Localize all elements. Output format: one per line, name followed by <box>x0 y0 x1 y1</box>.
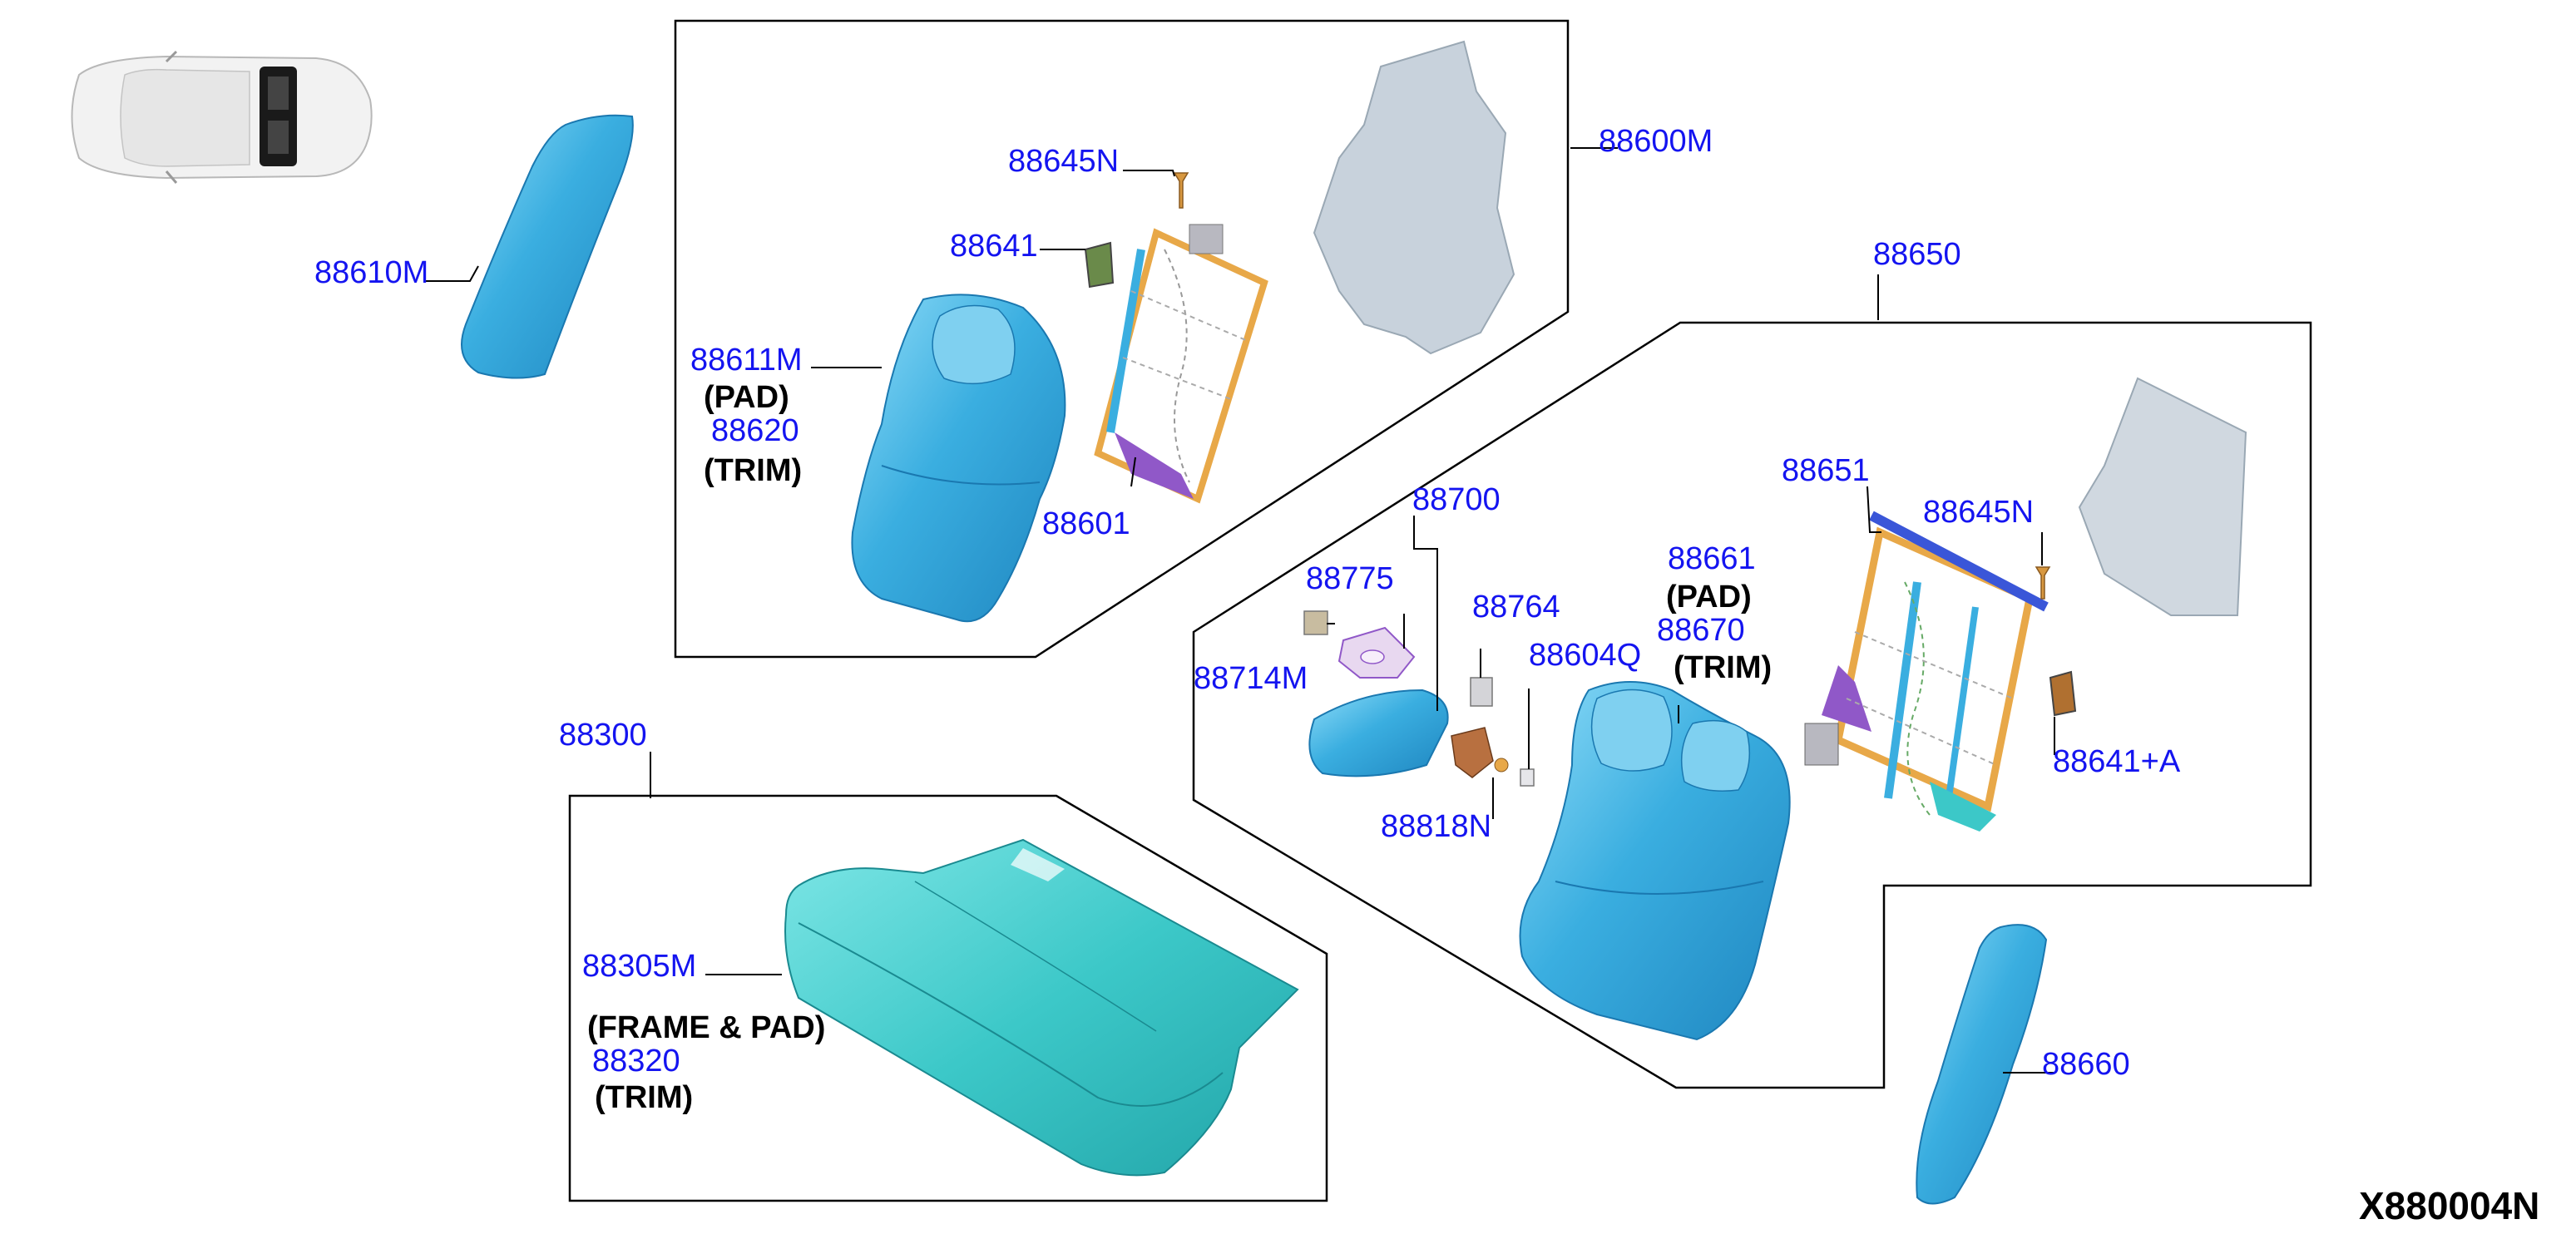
bracket-88641-icon <box>1084 241 1115 289</box>
label-88600M: 88600M <box>1599 124 1713 159</box>
label-88775: 88775 <box>1306 561 1394 596</box>
label-88641: 88641 <box>950 229 1038 264</box>
label-88660: 88660 <box>2042 1047 2130 1082</box>
label-88645N-top: 88645N <box>1008 144 1119 179</box>
insulator-sheet-right-icon <box>2078 377 2247 616</box>
note-trim-bottom: (TRIM) <box>595 1080 693 1115</box>
note-frame-pad: (FRAME & PAD) <box>587 1010 825 1045</box>
bracket-88818N-icon <box>1451 727 1494 778</box>
armrest-88700-icon <box>1308 689 1449 777</box>
label-88611M: 88611M <box>690 343 803 378</box>
clip-88604Q-icon <box>1520 768 1535 787</box>
label-88661: 88661 <box>1668 541 1756 576</box>
label-88700: 88700 <box>1412 482 1501 517</box>
seat-cushion-88305M-icon <box>784 838 1299 1177</box>
label-88650: 88650 <box>1873 237 1961 272</box>
screw-88645N-right-icon <box>2035 566 2051 600</box>
note-pad-top: (PAD) <box>704 380 789 415</box>
label-88651: 88651 <box>1782 453 1870 488</box>
label-88641A: 88641+A <box>2053 744 2181 779</box>
bracket-88641A-icon <box>2049 670 2077 717</box>
seat-cushion-group-frame <box>568 794 1328 1202</box>
seatback-pad-left-icon <box>851 294 1066 623</box>
label-88645N-right: 88645N <box>1923 495 2034 530</box>
label-88305M: 88305M <box>582 949 696 984</box>
label-88610M: 88610M <box>314 255 428 290</box>
vehicle-locator-icon <box>71 50 373 184</box>
label-88604Q: 88604Q <box>1529 638 1641 673</box>
label-88764: 88764 <box>1472 590 1560 624</box>
bracket-88714M-icon <box>1303 610 1328 635</box>
note-pad-right: (PAD) <box>1666 580 1752 615</box>
label-88320: 88320 <box>592 1044 680 1079</box>
label-88670: 88670 <box>1657 613 1745 648</box>
note-trim-right: (TRIM) <box>1674 650 1772 685</box>
seatback-frame-left-icon <box>1094 224 1268 504</box>
screw-88645N-top-icon <box>1173 172 1189 209</box>
side-bolster-88610M-icon <box>461 114 634 379</box>
seatback-left-group-frame <box>674 19 1570 659</box>
insulator-sheet-88600M-icon <box>1313 40 1515 355</box>
label-88714M: 88714M <box>1194 661 1308 696</box>
diagram-code: X880004N <box>2359 1184 2539 1227</box>
label-88620: 88620 <box>711 413 799 448</box>
label-88300: 88300 <box>559 718 647 753</box>
latch-88764-icon <box>1470 677 1493 707</box>
side-bolster-88660-icon <box>1916 924 2048 1205</box>
leader-lines <box>424 147 2055 1074</box>
label-88818N: 88818N <box>1381 809 1491 844</box>
note-trim-top: (TRIM) <box>704 453 802 488</box>
label-88601: 88601 <box>1042 506 1130 541</box>
seatback-right-group-frame <box>1192 321 2312 1089</box>
seatback-frame-right-icon <box>1804 511 2049 832</box>
headrest-left-icon <box>932 304 1016 385</box>
nut-88818N-icon <box>1494 758 1509 772</box>
